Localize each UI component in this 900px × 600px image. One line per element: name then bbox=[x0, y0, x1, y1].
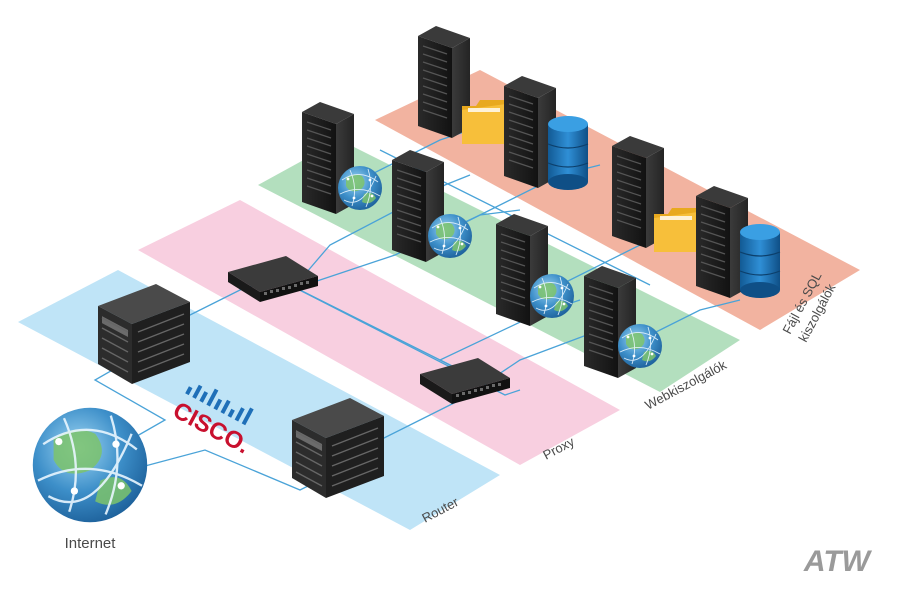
internet-globe-icon bbox=[31, 406, 149, 524]
database-icon bbox=[547, 115, 589, 191]
globe-icon bbox=[617, 323, 663, 369]
internet-label: Internet bbox=[65, 535, 117, 552]
globe-icon bbox=[337, 165, 383, 211]
folder-icon bbox=[462, 100, 506, 144]
atw-logo: ATW bbox=[803, 545, 873, 578]
folder-icon bbox=[654, 208, 698, 252]
globe-icon bbox=[427, 213, 473, 259]
database-icon bbox=[739, 223, 781, 299]
globe-icon bbox=[529, 273, 575, 319]
